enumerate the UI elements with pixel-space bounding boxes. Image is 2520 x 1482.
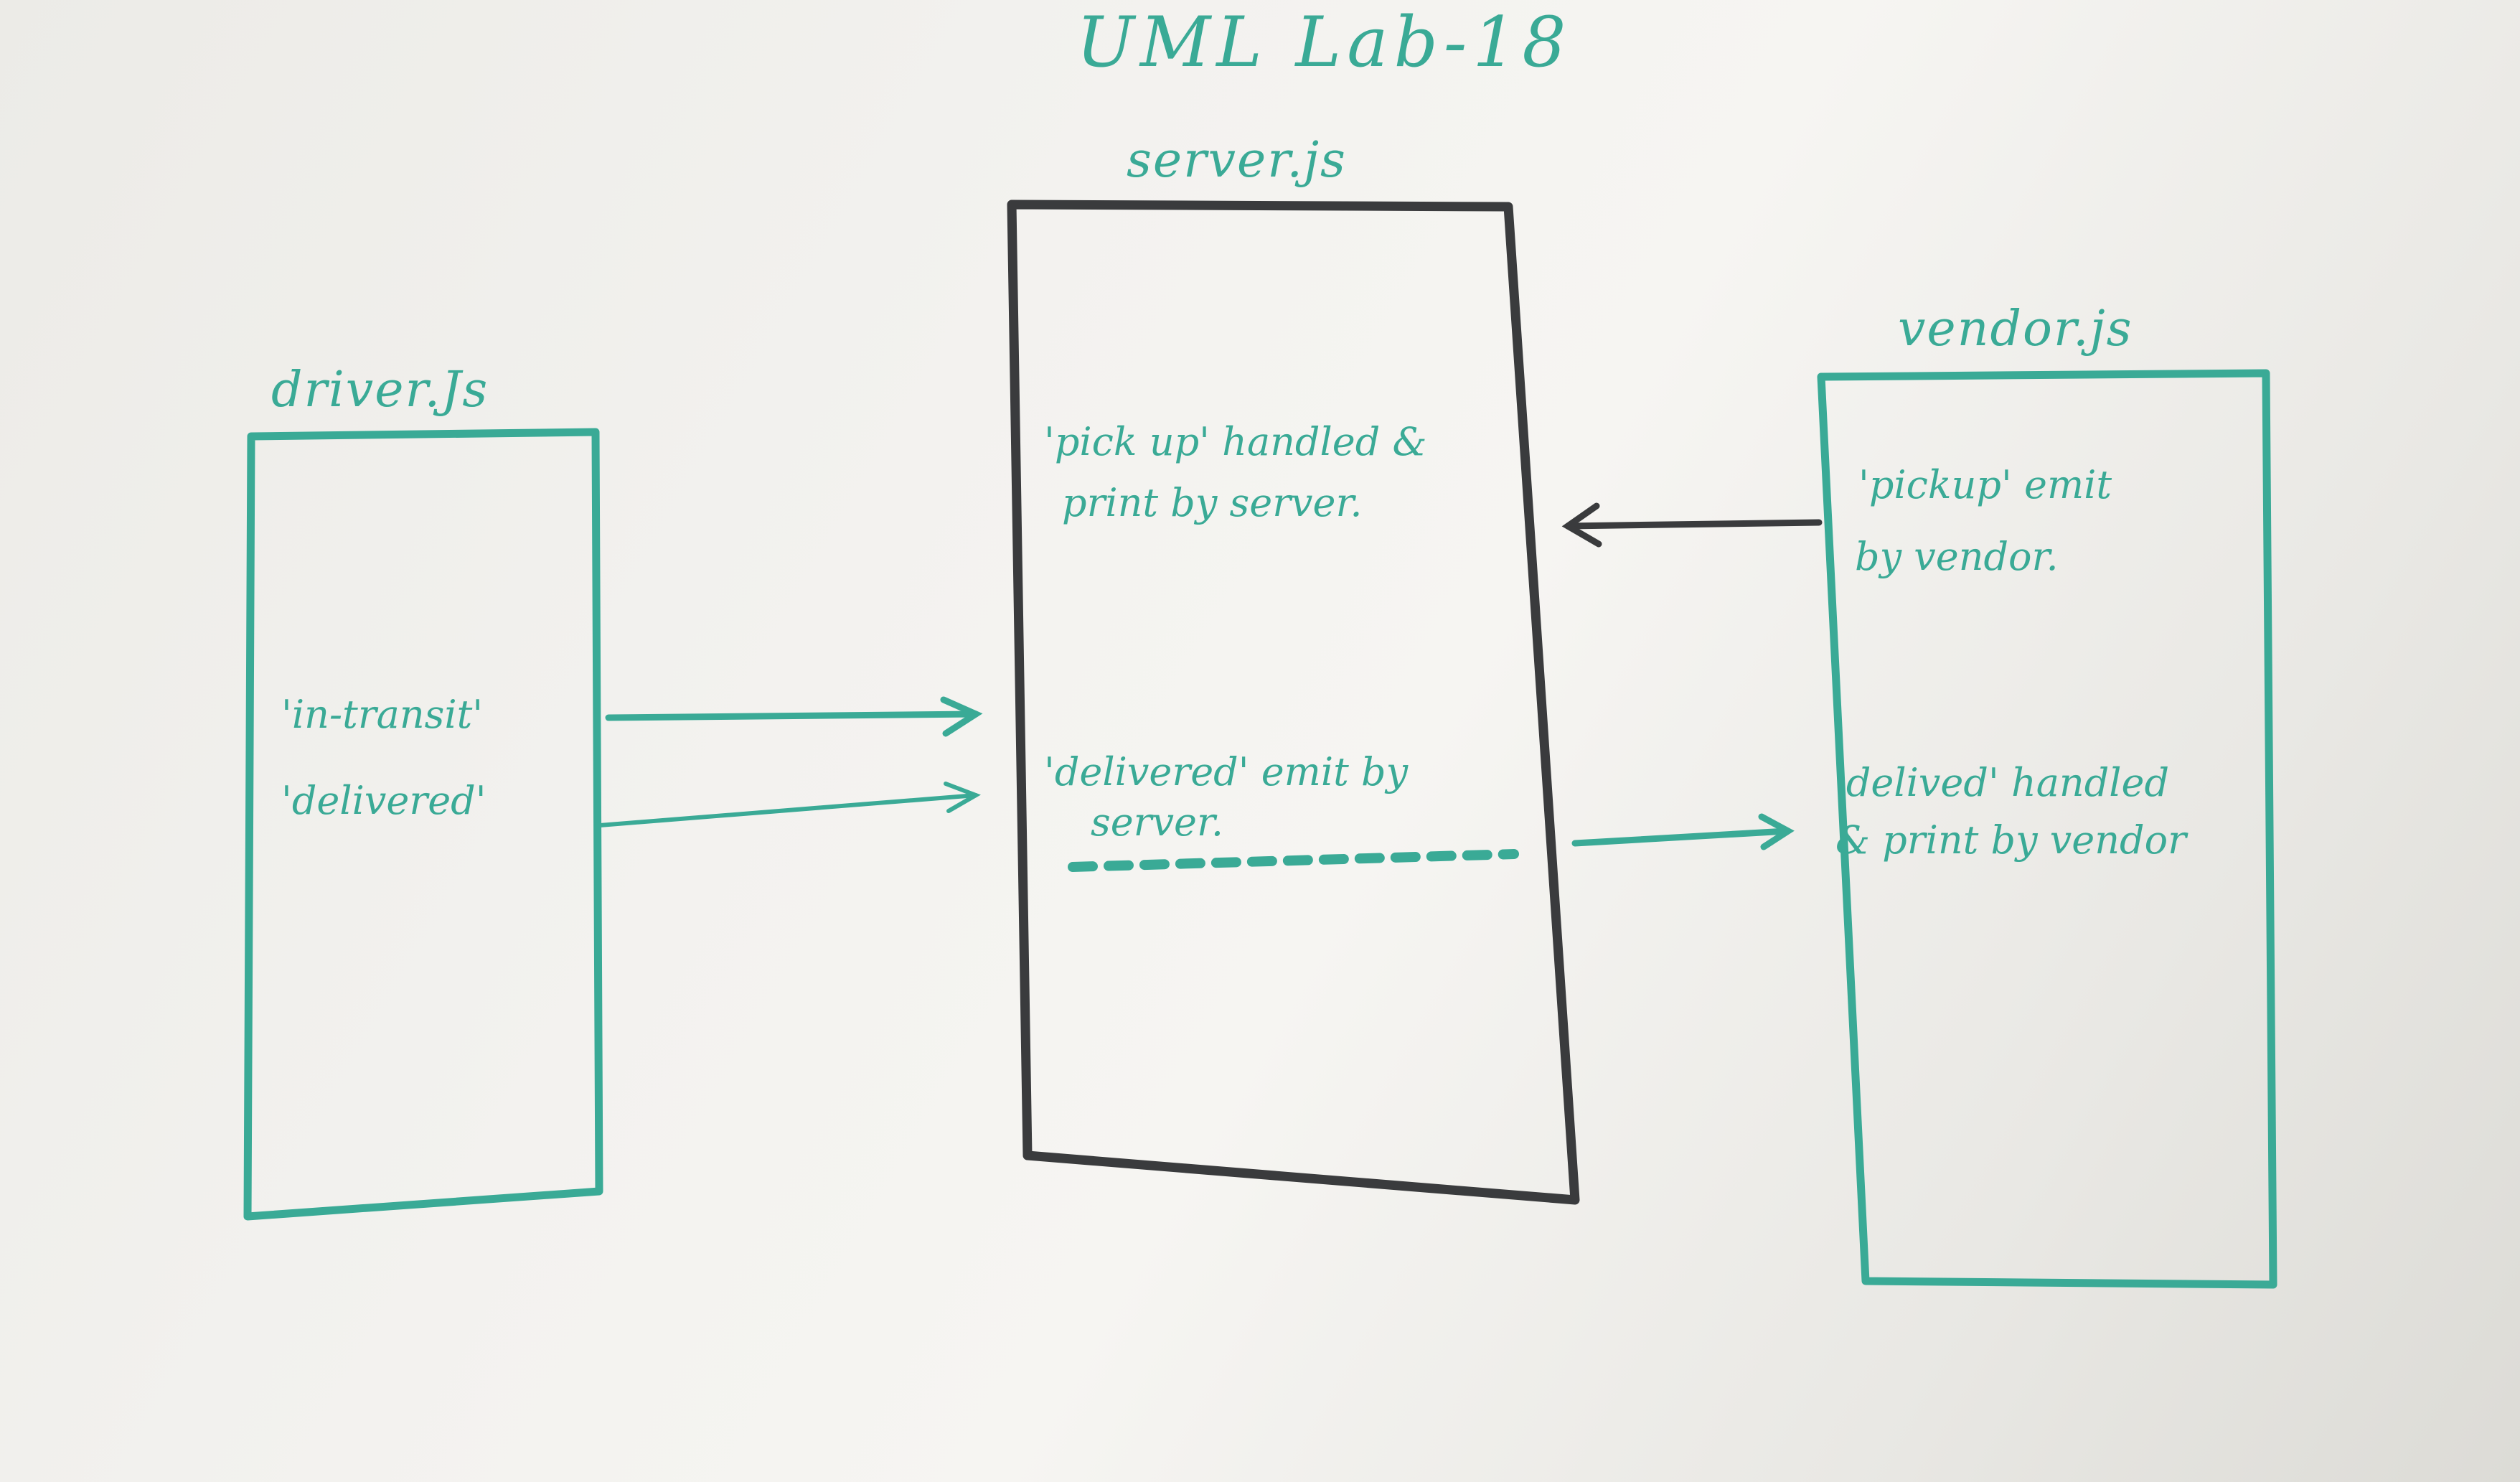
vendor-note-pickup-line2: by vendor. xyxy=(1855,534,2059,579)
diagram-title: UML Lab-18 xyxy=(1076,2,1572,83)
server-dotted-divider xyxy=(1068,849,1519,872)
driver-box xyxy=(243,428,603,1221)
driver-box-label: driver.Js xyxy=(271,362,489,418)
server-note-pickup-line2: print by server. xyxy=(1062,480,1363,525)
server-note-delivered-line1: 'delivered' emit by xyxy=(1044,749,1409,794)
vendor-note-pickup-line1: 'pickup' emit xyxy=(1858,462,2112,507)
vendor-note-delivered-line1: 'delived' handled xyxy=(1835,760,2170,805)
arrow-delivered-to-server xyxy=(598,782,981,827)
vendor-box xyxy=(1817,369,2277,1289)
server-box xyxy=(1007,200,1580,1205)
driver-event-delivered: 'delivered' xyxy=(281,778,486,823)
arrow-in-transit xyxy=(605,696,983,737)
vendor-box-label: vendor.js xyxy=(1898,301,2133,357)
server-note-delivered-line2: server. xyxy=(1091,799,1223,845)
server-note-pickup-line1: 'pick up' handled & xyxy=(1044,419,1427,464)
arrow-pickup xyxy=(1561,502,1823,548)
server-box-label: server.js xyxy=(1127,132,1347,189)
driver-event-in-transit: 'in-transit' xyxy=(281,692,484,737)
arrow-delivered-to-vendor xyxy=(1571,813,1795,850)
vendor-note-delivered-line2: & print by vendor xyxy=(1835,817,2186,863)
